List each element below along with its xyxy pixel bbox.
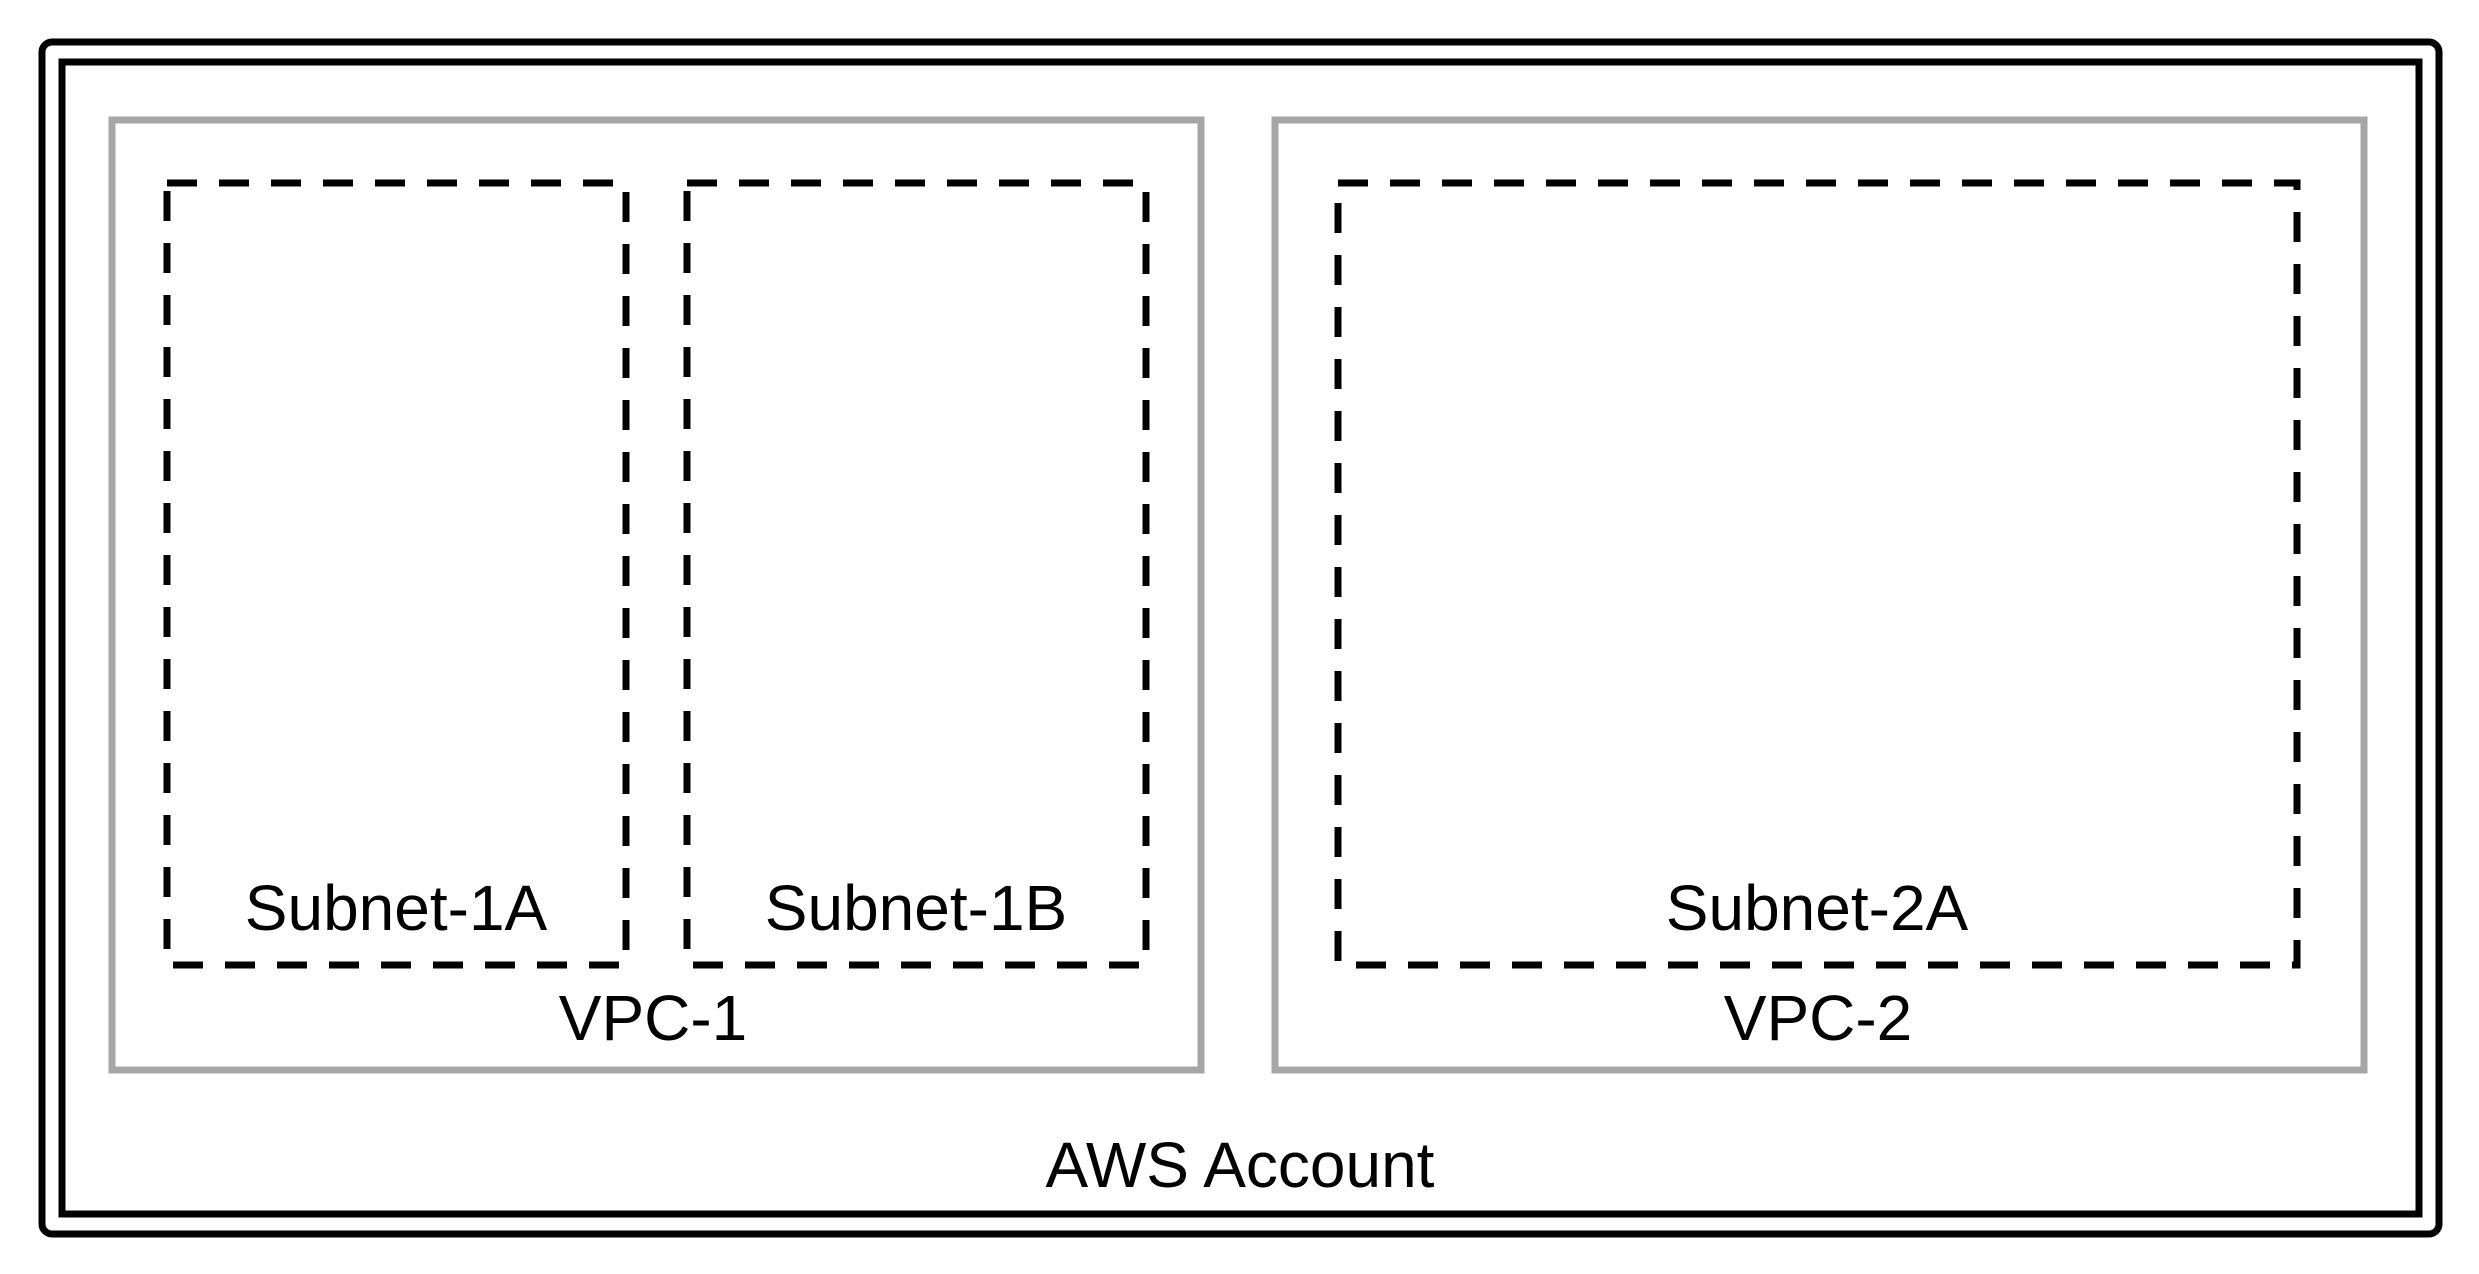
vpc-1-label: VPC-1: [559, 982, 748, 1054]
account-outer-border: [38, 38, 2443, 1238]
vpc-2-border: [1271, 116, 2368, 1074]
account-label: AWS Account: [1046, 1129, 1435, 1201]
account-inner-border: [58, 58, 2423, 1218]
aws-account-container: AWS Account: [38, 38, 2443, 1238]
subnet-1a-border: [163, 179, 630, 969]
subnet-2a-border: [1334, 179, 2301, 969]
subnet-1a-container: Subnet-1A: [163, 179, 630, 969]
subnet-2a-label: Subnet-2A: [1666, 872, 1969, 944]
subnet-1b-container: Subnet-1B: [683, 179, 1150, 969]
vpc-1-container: VPC-1 Subnet-1A Subnet-1B: [108, 116, 1205, 1074]
vpc-2-container: VPC-2 Subnet-2A: [1271, 116, 2368, 1074]
subnet-1b-border: [683, 179, 1150, 969]
vpc-1-border: [108, 116, 1205, 1074]
subnet-1a-label: Subnet-1A: [245, 872, 548, 944]
vpc-2-label: VPC-2: [1724, 982, 1913, 1054]
subnet-2a-container: Subnet-2A: [1334, 179, 2301, 969]
subnet-1b-label: Subnet-1B: [765, 872, 1067, 944]
